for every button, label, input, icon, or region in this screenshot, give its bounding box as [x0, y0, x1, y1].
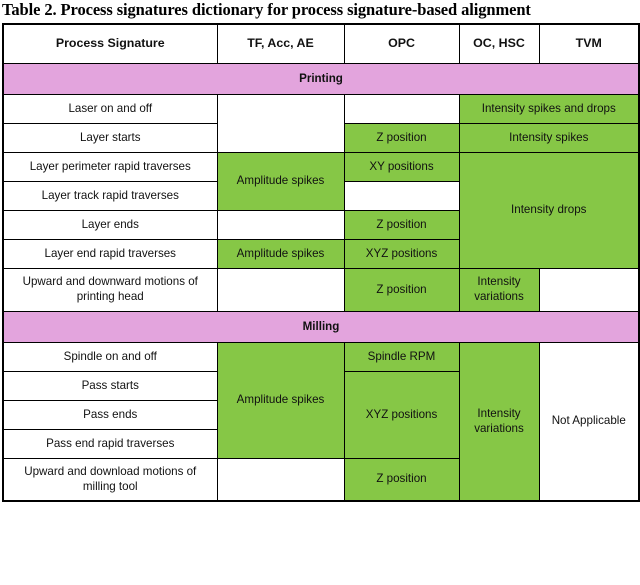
table-row: Layer end rapid traverses Amplitude spik… [2, 238, 639, 269]
table-row: Upward and downward motions of printing … [2, 267, 640, 312]
section-banner-row-printing: Printing [2, 62, 640, 95]
table-header-row: Process Signature TF, Acc, AE OPC OC, HS… [2, 23, 640, 64]
cell-oc: Intensity variations [458, 267, 540, 312]
cell-oc: Intensity spikes [458, 122, 640, 153]
table-row: Layer track rapid traverses [2, 180, 639, 211]
cell-tf [216, 93, 345, 153]
table-row: Upward and download motions of milling t… [2, 457, 639, 502]
cell-oc: Intensity drops [458, 151, 640, 269]
cell-tf [216, 209, 345, 240]
cell-opc [343, 93, 460, 124]
signature-label: Pass ends [2, 399, 218, 430]
signature-label: Pass starts [2, 370, 218, 401]
cell-opc: Z position [343, 209, 460, 240]
cell-tf [216, 267, 345, 312]
signature-label: Upward and downward motions of printing … [2, 267, 218, 312]
cell-oc: Intensity variations [458, 341, 540, 502]
table-row: Layer perimeter rapid traverses Amplitud… [2, 151, 640, 269]
cell-tf [216, 457, 345, 502]
table-row: Layer starts Z position Intensity spikes [2, 122, 640, 153]
cell-opc: Spindle RPM [343, 341, 460, 372]
cell-opc: Z position [343, 122, 460, 153]
signature-label: Layer end rapid traverses [2, 238, 218, 269]
page-title: Table 2. Process signatures dictionary f… [2, 0, 531, 19]
cell-tvm: Not Applicable [538, 341, 640, 502]
signature-label: Layer starts [2, 122, 218, 153]
cell-tvm [538, 267, 640, 312]
cell-opc [343, 180, 460, 211]
table-row: Pass ends [2, 399, 639, 430]
signature-label: Laser on and off [2, 93, 218, 124]
process-signatures-table: Process Signature TF, Acc, AE OPC OC, HS… [2, 22, 640, 503]
signature-label: Pass end rapid traverses [2, 428, 218, 459]
signature-label: Layer perimeter rapid traverses [2, 151, 218, 182]
table-row: Pass starts XYZ positions [2, 370, 639, 459]
table-row: Pass end rapid traverses [2, 428, 639, 459]
cell-opc: Z position [343, 267, 460, 312]
cell-oc: Intensity spikes and drops [458, 93, 640, 124]
cell-tf: Amplitude spikes [216, 151, 345, 211]
section-banner-milling: Milling [2, 310, 640, 343]
cell-opc: XY positions [343, 151, 460, 182]
cell-tf: Amplitude spikes [216, 341, 345, 459]
signature-label: Upward and download motions of milling t… [2, 457, 218, 502]
signature-label: Layer track rapid traverses [2, 180, 218, 211]
cell-opc: XYZ positions [343, 370, 460, 459]
column-header-oc: OC, HSC [458, 23, 540, 64]
column-header-signature: Process Signature [2, 23, 218, 64]
table-row: Spindle on and off Amplitude spikes Spin… [2, 341, 640, 502]
column-header-tf: TF, Acc, AE [216, 23, 345, 64]
section-banner-printing: Printing [2, 62, 640, 95]
column-header-opc: OPC [343, 23, 460, 64]
signature-label: Layer ends [2, 209, 218, 240]
column-header-tvm: TVM [538, 23, 640, 64]
cell-opc: XYZ positions [343, 238, 460, 269]
table-row: Layer ends Z position [2, 209, 639, 240]
table-row: Laser on and off Intensity spikes and dr… [2, 93, 640, 153]
section-banner-row-milling: Milling [2, 310, 640, 343]
cell-tf: Amplitude spikes [216, 238, 345, 269]
signature-label: Spindle on and off [2, 341, 218, 372]
cell-opc: Z position [343, 457, 460, 502]
